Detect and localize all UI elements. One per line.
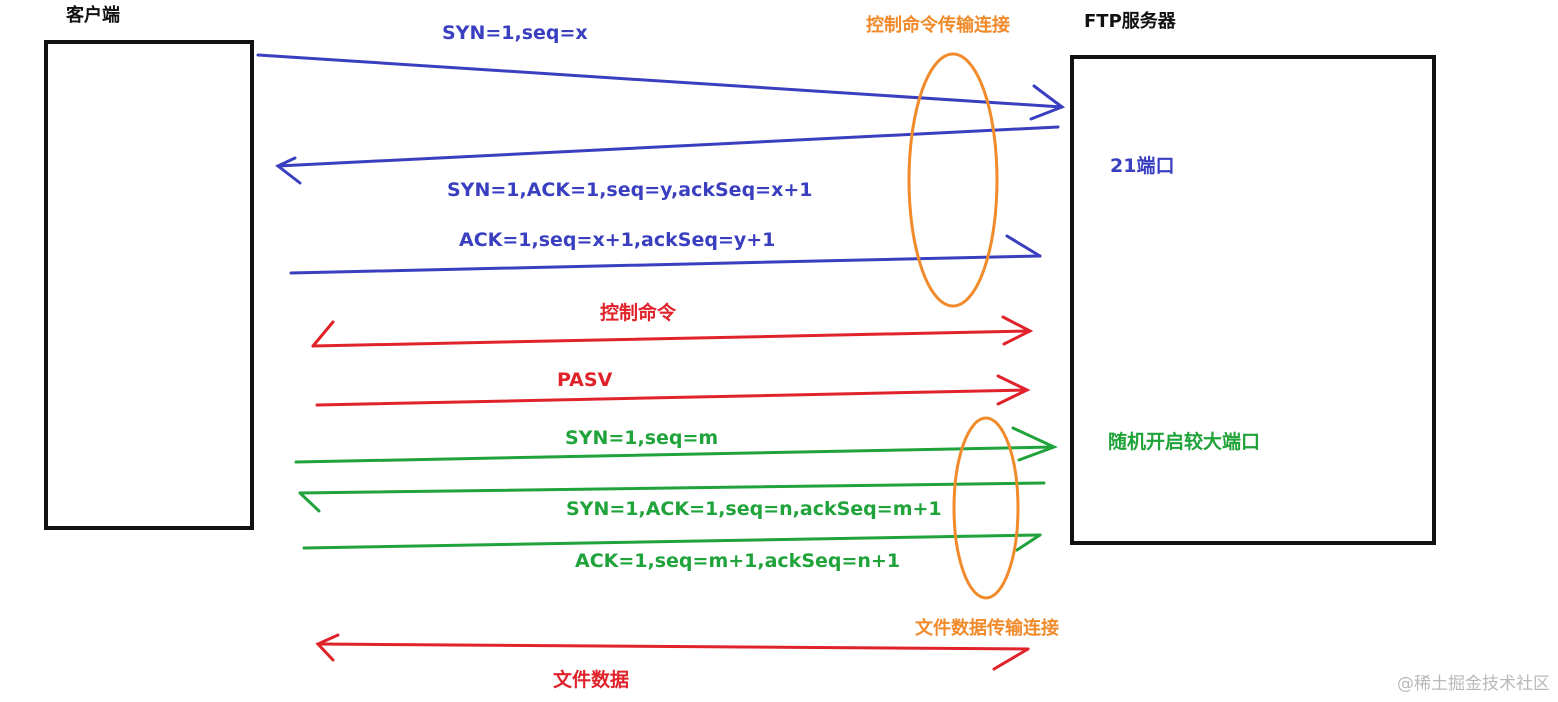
server-box	[1070, 55, 1436, 545]
control-syn-ack-arrow	[275, 125, 1060, 185]
control-connection-ellipse	[907, 52, 999, 308]
file-data-label: 文件数据	[553, 669, 630, 691]
server-label: FTP服务器	[1084, 11, 1176, 32]
watermark: @稀土掘金技术社区	[1397, 674, 1550, 694]
data-ack-label: ACK=1,seq=m+1,ackSeq=n+1	[575, 550, 901, 572]
control-ack-arrow	[289, 234, 1042, 275]
control-command-label: 控制命令	[600, 302, 677, 324]
data-connection-label: 文件数据传输连接	[915, 618, 1059, 639]
random-port-label: 随机开启较大端口	[1108, 431, 1261, 453]
control-syn-label: SYN=1,seq=x	[442, 22, 588, 44]
control-command-arrow	[311, 315, 1034, 348]
data-syn-ack-arrow	[298, 481, 1046, 513]
data-ack-arrow	[302, 533, 1042, 552]
client-box	[44, 40, 254, 530]
client-label: 客户端	[66, 5, 120, 26]
data-syn-label: SYN=1,seq=m	[565, 427, 719, 449]
data-syn-ack-label: SYN=1,ACK=1,seq=n,ackSeq=m+1	[566, 498, 942, 520]
control-connection-label: 控制命令传输连接	[866, 15, 1010, 36]
pasv-arrow	[315, 374, 1031, 407]
port21-label: 21端口	[1110, 155, 1175, 177]
control-syn-arrow	[256, 53, 1066, 121]
file-data-arrow	[315, 633, 1030, 671]
control-syn-ack-label: SYN=1,ACK=1,seq=y,ackSeq=x+1	[447, 179, 813, 201]
pasv-label: PASV	[557, 369, 613, 391]
data-syn-arrow	[294, 426, 1058, 464]
control-ack-label: ACK=1,seq=x+1,ackSeq=y+1	[459, 229, 776, 251]
data-connection-ellipse	[952, 416, 1020, 600]
